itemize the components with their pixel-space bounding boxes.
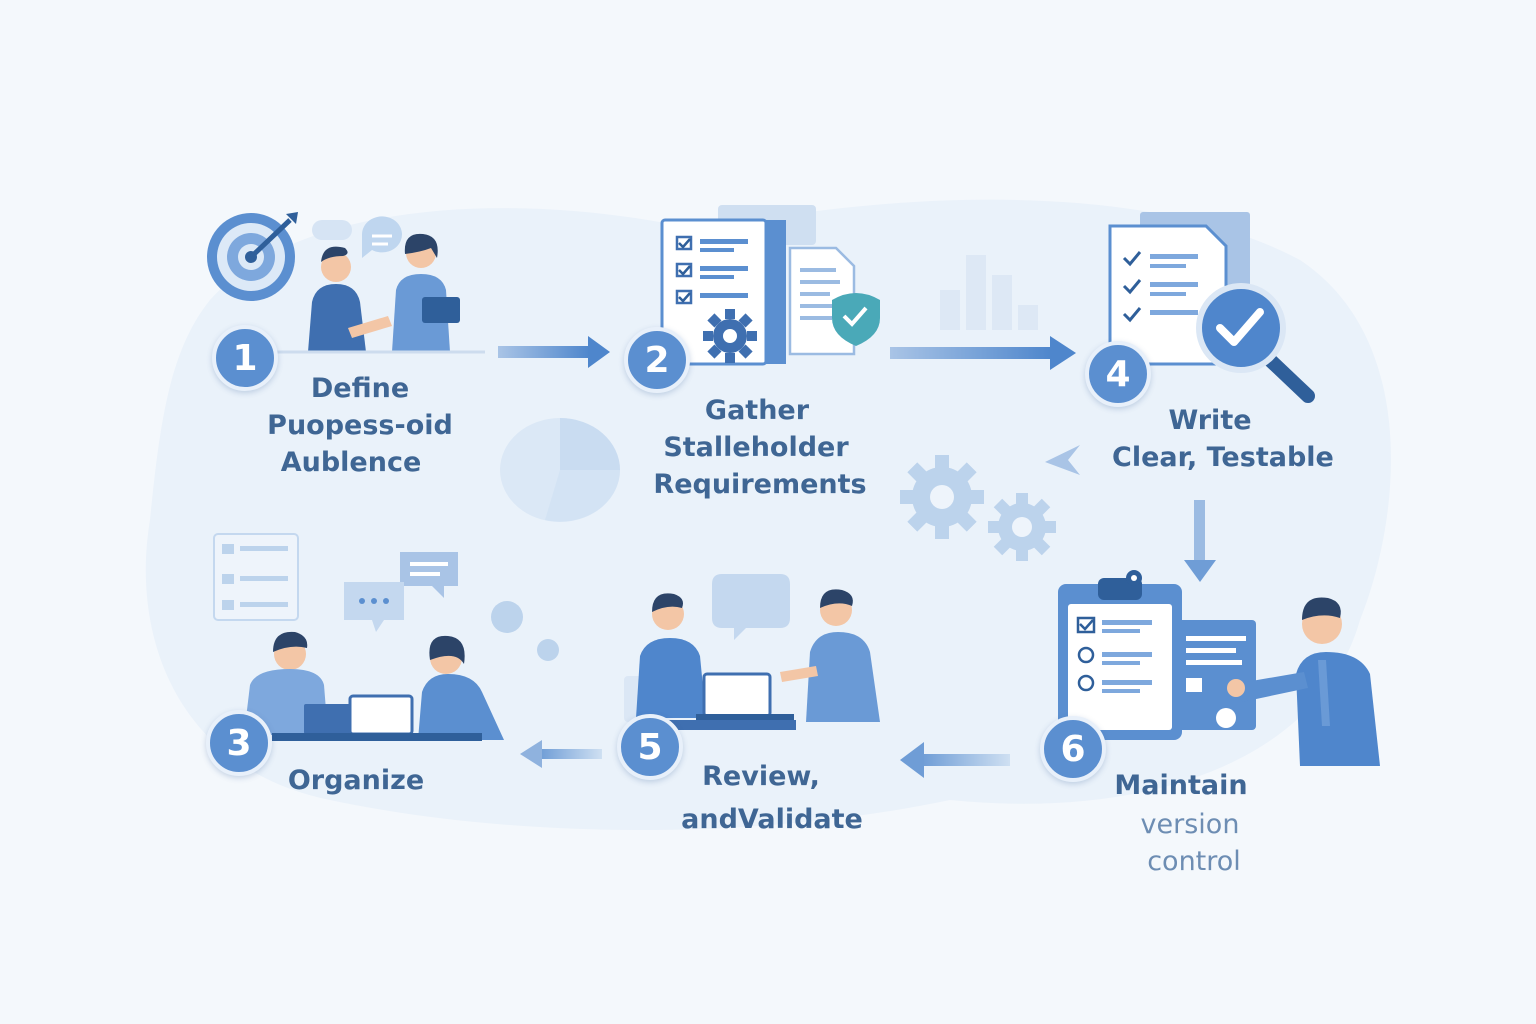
- magnifier-check-icon: [1196, 283, 1315, 403]
- step-6-label-line-2: version: [1140, 809, 1240, 840]
- sparkle-icon: [1045, 445, 1080, 475]
- step-5-badge: 5: [617, 714, 683, 780]
- person-icon: [780, 589, 880, 722]
- step-5-label-line-1: Review,: [702, 761, 820, 792]
- person-icon: [1227, 597, 1380, 766]
- arrow-6-to-5: [900, 742, 1010, 778]
- step-1-label-line-2: Puopess-oid: [267, 410, 453, 441]
- arrow-2-to-4: [890, 336, 1076, 370]
- gear-icon: [491, 601, 559, 661]
- step-4-label: Write Clear, Testable: [1100, 402, 1334, 476]
- step-6-label-line-3: control: [1147, 846, 1241, 877]
- laptop-icon: [696, 672, 794, 722]
- chat-bubble-icon: [712, 574, 790, 640]
- step-6-label: Maintain version control: [1090, 767, 1290, 880]
- step-2-label-line-1: Gather: [704, 395, 810, 426]
- person-icon: [636, 593, 706, 718]
- step-2-label-line-2: Stalleholder: [663, 432, 849, 463]
- step-3-badge: 3: [206, 710, 272, 776]
- step-2-label: Gather Stalleholder Requirements: [640, 392, 880, 503]
- person-icon: [418, 635, 504, 740]
- clipboard-icon: [1058, 570, 1182, 740]
- step-4-label-line-2: Clear, Testable: [1112, 442, 1334, 473]
- gear-icon: [900, 455, 1056, 561]
- target-icon: [207, 212, 298, 301]
- step-2-label-line-3: Requirements: [653, 469, 867, 500]
- document-icon: [1176, 620, 1256, 730]
- bar-chart-icon: [940, 255, 1038, 330]
- step-5-label-line-2: andValidate: [681, 804, 863, 835]
- step-2-badge: 2: [624, 327, 690, 393]
- arrow-4-to-6: [1184, 500, 1216, 582]
- step-6-label-line-1: Maintain: [1114, 770, 1248, 801]
- arrow-5-to-3: [520, 740, 602, 768]
- arrow-1-to-2: [498, 336, 610, 368]
- step-4-label-line-1: Write: [1168, 405, 1252, 436]
- step-5-label: Review, andValidate: [662, 758, 882, 838]
- step-4-badge: 4: [1085, 341, 1151, 407]
- step-1-label-line-3: Aublence: [280, 447, 422, 478]
- step-3-label: Organize: [256, 762, 456, 799]
- laptop-icon: [304, 694, 414, 736]
- step-1-label: Define Puopess-oid Aublence: [240, 370, 480, 481]
- person-icon: [392, 233, 460, 352]
- step-1-label-line-1: Define: [310, 373, 410, 404]
- step-1-badge: 1: [212, 325, 278, 391]
- step-3-label-line-1: Organize: [287, 765, 425, 796]
- chat-bubble-icon: [344, 552, 458, 632]
- list-card-icon: [213, 533, 299, 621]
- checkmark-badge-icon: [832, 293, 880, 346]
- chat-bubble-icon: [312, 216, 402, 258]
- step-6-badge: 6: [1040, 716, 1106, 782]
